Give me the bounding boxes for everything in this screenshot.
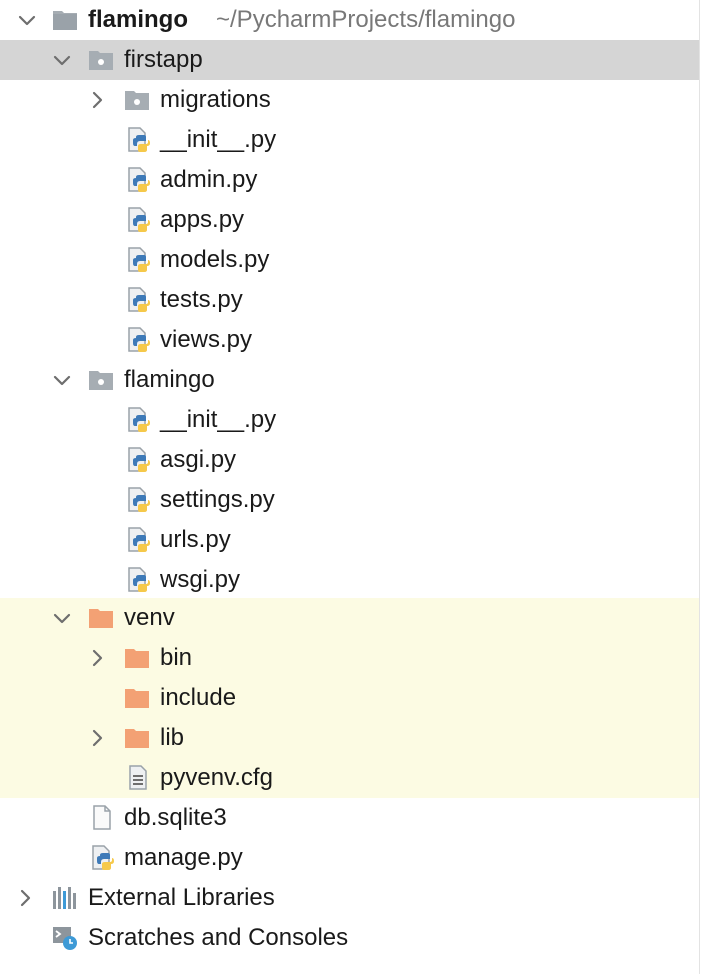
- external-libraries-label: External Libraries: [88, 884, 275, 911]
- folder-label: firstapp: [124, 46, 203, 73]
- python-file-icon: [126, 567, 152, 593]
- python-file-icon: [126, 447, 152, 473]
- file-label: urls.py: [160, 526, 231, 553]
- chevron-down-icon[interactable]: [51, 49, 73, 71]
- folder-icon: [124, 645, 150, 671]
- tree-row-file[interactable]: models.py: [0, 240, 699, 280]
- text-file-icon: [126, 765, 152, 791]
- folder-label: migrations: [160, 86, 271, 113]
- tree-row-lib[interactable]: lib: [0, 718, 699, 758]
- tree-row-file[interactable]: asgi.py: [0, 440, 699, 480]
- folder-icon: [124, 685, 150, 711]
- python-file-icon: [126, 247, 152, 273]
- folder-icon: [124, 725, 150, 751]
- python-file-icon: [126, 287, 152, 313]
- tree-row-venv[interactable]: venv: [0, 598, 699, 638]
- tree-row-file[interactable]: settings.py: [0, 480, 699, 520]
- module-folder-icon: [88, 367, 114, 393]
- chevron-right-icon[interactable]: [86, 647, 108, 669]
- tree-row-file[interactable]: pyvenv.cfg: [0, 758, 699, 798]
- scratches-icon: [52, 925, 78, 951]
- tree-row-scratches[interactable]: Scratches and Consoles: [0, 918, 699, 958]
- folder-label: venv: [124, 604, 175, 631]
- folder-icon: [88, 605, 114, 631]
- folder-label: lib: [160, 724, 185, 751]
- python-file-icon: [126, 407, 152, 433]
- libraries-icon: [52, 885, 78, 911]
- tree-row-bin[interactable]: bin: [0, 638, 699, 678]
- project-name: flamingo: [88, 6, 188, 33]
- tree-row-external-libraries[interactable]: External Libraries: [0, 878, 699, 918]
- tree-row-project-root[interactable]: flamingo ~/PycharmProjects/flamingo: [0, 0, 699, 40]
- python-file-icon: [90, 845, 116, 871]
- tree-row-migrations[interactable]: migrations: [0, 80, 699, 120]
- file-label: manage.py: [124, 844, 243, 871]
- tree-row-file[interactable]: db.sqlite3: [0, 798, 699, 838]
- folder-label: include: [160, 684, 237, 711]
- chevron-right-icon[interactable]: [14, 887, 36, 909]
- tree-row-file[interactable]: urls.py: [0, 520, 699, 560]
- python-file-icon: [126, 327, 152, 353]
- tree-row-firstapp[interactable]: firstapp: [0, 40, 699, 80]
- tree-row-file[interactable]: __init__.py: [0, 400, 699, 440]
- python-file-icon: [126, 487, 152, 513]
- folder-icon: [52, 7, 78, 33]
- file-label: pyvenv.cfg: [160, 764, 273, 791]
- file-label: wsgi.py: [160, 566, 241, 593]
- project-path: ~/PycharmProjects/flamingo: [216, 6, 516, 33]
- file-label: models.py: [160, 246, 270, 273]
- venv-excluded-highlight: [0, 598, 699, 798]
- tree-row-file[interactable]: manage.py: [0, 838, 699, 878]
- chevron-down-icon[interactable]: [16, 9, 38, 31]
- file-label: __init__.py: [160, 126, 277, 153]
- folder-label: bin: [160, 644, 193, 671]
- file-label: db.sqlite3: [124, 804, 227, 831]
- tree-row-file[interactable]: admin.py: [0, 160, 699, 200]
- file-label: admin.py: [160, 166, 258, 193]
- chevron-right-icon[interactable]: [86, 727, 108, 749]
- tree-row-file[interactable]: __init__.py: [0, 120, 699, 160]
- tree-row-include[interactable]: include: [0, 678, 699, 718]
- file-label: tests.py: [160, 286, 243, 313]
- panel-divider: [699, 0, 700, 974]
- module-folder-icon: [124, 87, 150, 113]
- python-file-icon: [126, 207, 152, 233]
- tree-row-file[interactable]: views.py: [0, 320, 699, 360]
- tree-row-file[interactable]: wsgi.py: [0, 560, 699, 600]
- tree-row-flamingo-package[interactable]: flamingo: [0, 360, 699, 400]
- chevron-down-icon[interactable]: [51, 369, 73, 391]
- scratches-label: Scratches and Consoles: [88, 924, 349, 951]
- python-file-icon: [126, 167, 152, 193]
- python-file-icon: [126, 527, 152, 553]
- file-label: settings.py: [160, 486, 275, 513]
- file-label: apps.py: [160, 206, 245, 233]
- file-icon: [90, 805, 116, 831]
- python-file-icon: [126, 127, 152, 153]
- chevron-right-icon[interactable]: [86, 89, 108, 111]
- folder-label: flamingo: [124, 366, 215, 393]
- file-label: __init__.py: [160, 406, 277, 433]
- tree-row-file[interactable]: tests.py: [0, 280, 699, 320]
- chevron-down-icon[interactable]: [51, 607, 73, 629]
- file-label: views.py: [160, 326, 253, 353]
- file-label: asgi.py: [160, 446, 237, 473]
- tree-row-file[interactable]: apps.py: [0, 200, 699, 240]
- module-folder-icon: [88, 47, 114, 73]
